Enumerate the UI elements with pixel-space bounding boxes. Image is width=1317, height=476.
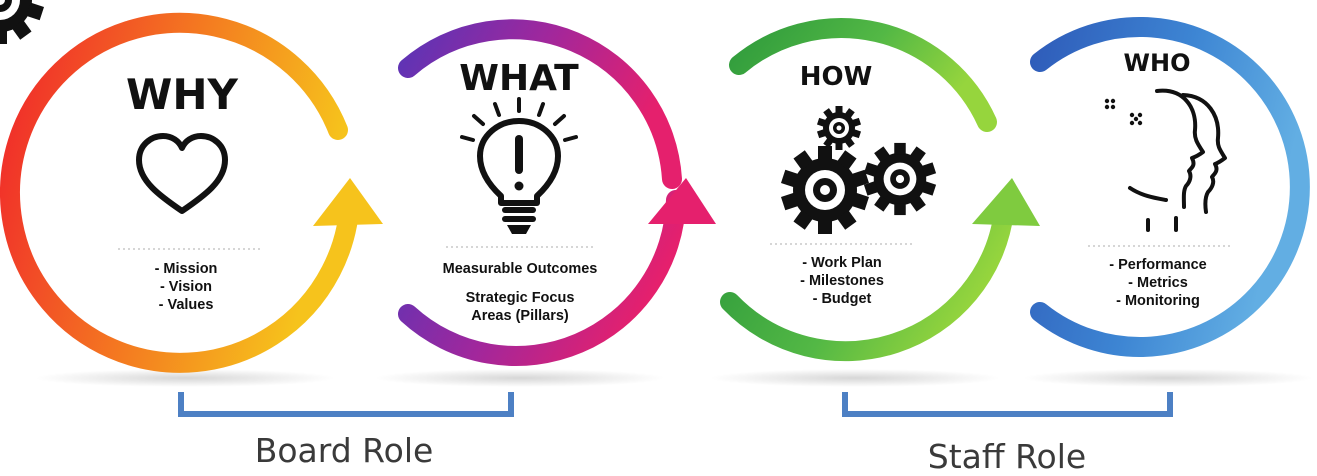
why-item: - Mission: [155, 261, 218, 277]
what-item: Strategic Focus: [466, 290, 575, 306]
why-arrowhead: [313, 178, 383, 226]
how-item: - Milestones: [800, 273, 884, 289]
board-role-label: Board Role: [255, 431, 434, 470]
what-ring-top-arc: [398, 19, 682, 189]
stage-what: WHAT Measurable Outcomes Strategic Focus…: [398, 19, 716, 366]
who-item: - Monitoring: [1116, 293, 1200, 309]
who-item: - Performance: [1109, 257, 1207, 273]
stage-how: HOW: [0, 0, 1040, 362]
how-ring-top-arc: [729, 18, 997, 132]
gears-icon: [0, 0, 937, 234]
who-item: - Metrics: [1128, 275, 1188, 291]
why-item: - Vision: [160, 279, 212, 295]
board-role-group: Board Role: [178, 392, 514, 470]
staff-role-group: Staff Role: [842, 392, 1173, 476]
staff-role-label: Staff Role: [928, 437, 1086, 476]
how-arrowhead: [972, 178, 1040, 226]
what-ring-bottom-arc: [398, 190, 686, 366]
gear-icon: [0, 0, 45, 44]
how-item: - Work Plan: [802, 255, 882, 271]
what-title: WHAT: [459, 58, 579, 99]
board-role-bracket: [178, 392, 514, 417]
stage-who: WHO - Performance - Metrics - Monitoring: [1030, 17, 1310, 357]
what-item: Measurable Outcomes: [443, 261, 598, 277]
lightbulb-exclamation-icon: [460, 97, 578, 234]
how-title: HOW: [800, 62, 873, 92]
staff-role-bracket: [842, 392, 1173, 417]
human-profiles-icon: [1104, 88, 1227, 232]
how-ring-bottom-arc: [720, 202, 1014, 362]
ground-shadows: [35, 369, 1313, 387]
what-arrowhead: [648, 178, 716, 224]
why-ring-arc: [0, 12, 360, 373]
stage-why: WHY - Mission - Vision - Values: [0, 12, 383, 373]
why-item: - Values: [159, 297, 214, 313]
why-title: WHY: [126, 70, 238, 119]
who-title: WHO: [1124, 49, 1191, 77]
how-item: - Budget: [813, 291, 872, 307]
who-ring-arc: [1030, 17, 1310, 357]
heart-icon: [136, 133, 228, 214]
what-item: Areas (Pillars): [471, 308, 569, 324]
